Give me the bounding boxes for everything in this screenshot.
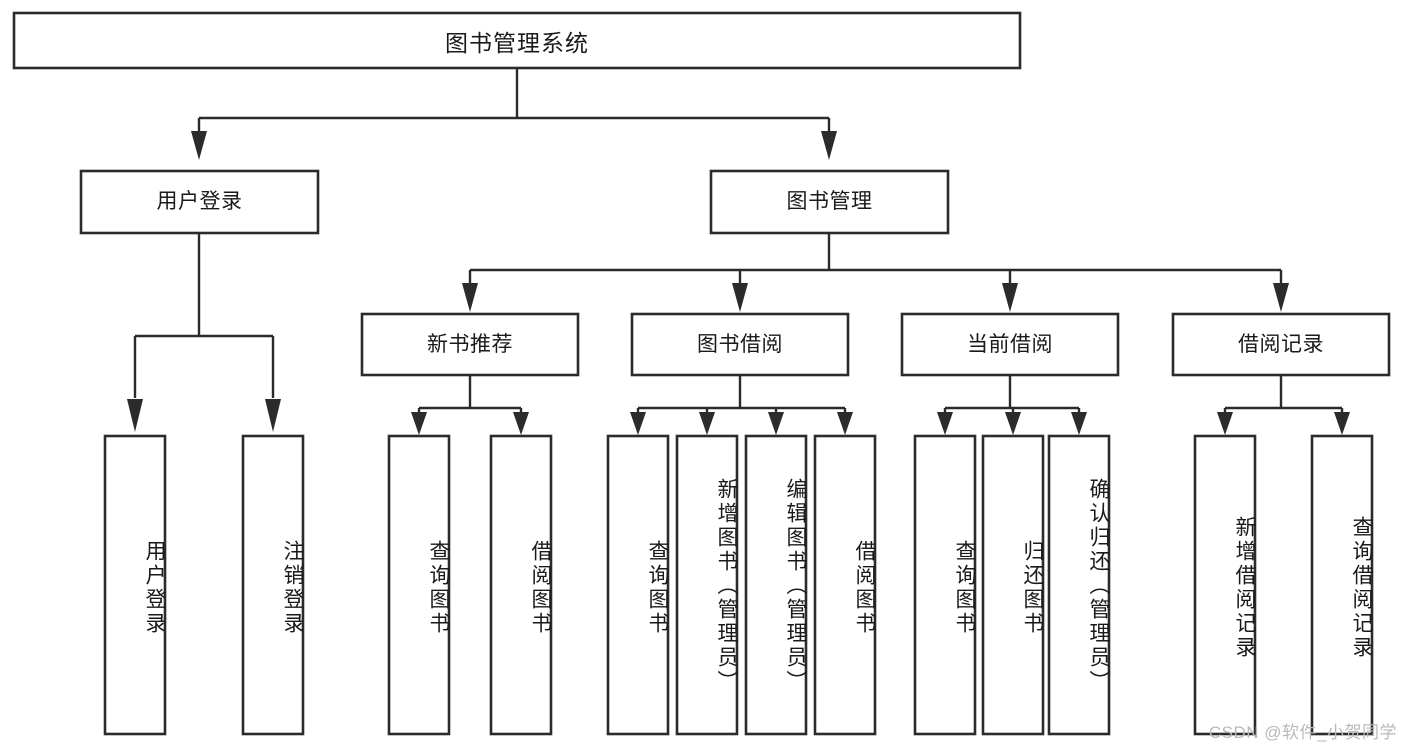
leaf-box-logout[interactable]	[241, 434, 305, 736]
arrowhead-leaf-user-login	[127, 399, 143, 432]
leaf-box-query-book-1[interactable]	[387, 434, 451, 736]
leaf-box-add-record[interactable]	[1193, 434, 1257, 736]
node-current-borrow-box[interactable]	[900, 312, 1120, 377]
arrowhead-leaf-query-record	[1334, 412, 1350, 435]
node-root-box[interactable]	[12, 11, 1022, 70]
node-user-login-box[interactable]	[79, 169, 320, 235]
node-book-borrow-box[interactable]	[630, 312, 850, 377]
leaf-box-borrow-book-2[interactable]	[813, 434, 877, 736]
leaf-box-edit-book[interactable]	[744, 434, 808, 736]
arrowhead-leaf-add-book	[699, 412, 715, 435]
leaf-box-borrow-book-1[interactable]	[489, 434, 553, 736]
arrowhead-leaf-query-book-1	[411, 412, 427, 435]
arrowhead-leaf-confirm-return	[1071, 412, 1087, 435]
arrowhead-leaf-borrow-book-2	[837, 412, 853, 435]
arrowhead-leaf-return-book	[1005, 412, 1021, 435]
arrowhead-leaf-logout	[265, 399, 281, 432]
leaf-box-user-login[interactable]	[103, 434, 167, 736]
arrowhead-leaf-borrow-book-1	[513, 412, 529, 435]
node-new-book-rec-box[interactable]	[360, 312, 580, 377]
leaf-box-add-book[interactable]	[675, 434, 739, 736]
arrowhead-leaf-edit-book	[768, 412, 784, 435]
arrowhead-leaf-add-record	[1217, 412, 1233, 435]
leaf-box-query-book-3[interactable]	[913, 434, 977, 736]
node-book-manage-box[interactable]	[709, 169, 950, 235]
arrowhead-user-login	[191, 131, 207, 160]
arrowhead-book-manage	[821, 131, 837, 160]
leaf-box-query-book-2[interactable]	[606, 434, 670, 736]
csdn-watermark: CSDN @软件_小贺同学	[1208, 723, 1397, 742]
arrowhead-book-borrow	[732, 283, 748, 312]
leaf-box-return-book[interactable]	[981, 434, 1045, 736]
node-borrow-record-box[interactable]	[1171, 312, 1391, 377]
leaf-box-confirm-return[interactable]	[1047, 434, 1111, 736]
arrowhead-leaf-query-book-2	[630, 412, 646, 435]
arrowhead-leaf-query-book-3	[937, 412, 953, 435]
arrowhead-borrow-record	[1273, 283, 1289, 312]
leaf-box-query-record[interactable]	[1310, 434, 1374, 736]
arrowhead-current-borrow	[1002, 283, 1018, 312]
arrowhead-new-book-rec	[462, 283, 478, 312]
